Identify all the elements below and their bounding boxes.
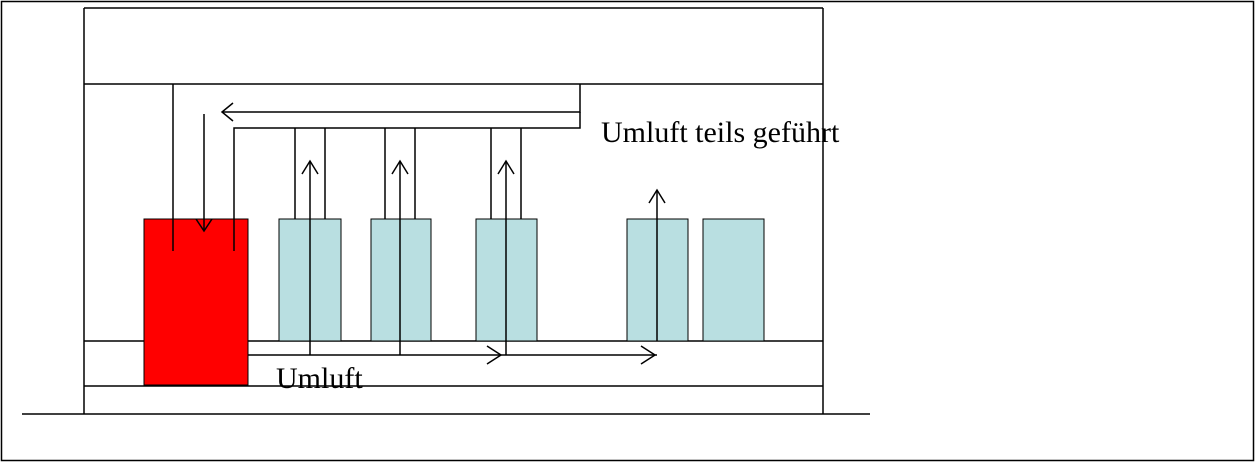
label-umluft: Umluft (276, 362, 363, 395)
rack-3-airflow-head (497, 159, 515, 175)
underfloor-airflow (248, 345, 657, 365)
rack-5 (702, 218, 765, 342)
rack-airflow-arrows (301, 159, 666, 355)
label-umluft-teils-gefuehrt: Umluft teils geführt (601, 116, 840, 149)
rack-1-airflow-head (301, 159, 319, 175)
rack-2 (370, 218, 432, 342)
heater-unit (143, 218, 249, 386)
rack-4-airflow-head (648, 188, 666, 204)
underfloor-arrowhead-1 (486, 345, 503, 365)
rack-2-airflow-head (391, 159, 409, 175)
lower-return-duct (233, 112, 581, 251)
racks (278, 218, 765, 342)
down-arrow-head (195, 218, 213, 233)
upper-return-arrowhead (220, 102, 234, 122)
underfloor-arrowhead-2 (640, 345, 657, 365)
ducted-return-air (172, 84, 581, 251)
upper-return-duct (222, 84, 581, 113)
